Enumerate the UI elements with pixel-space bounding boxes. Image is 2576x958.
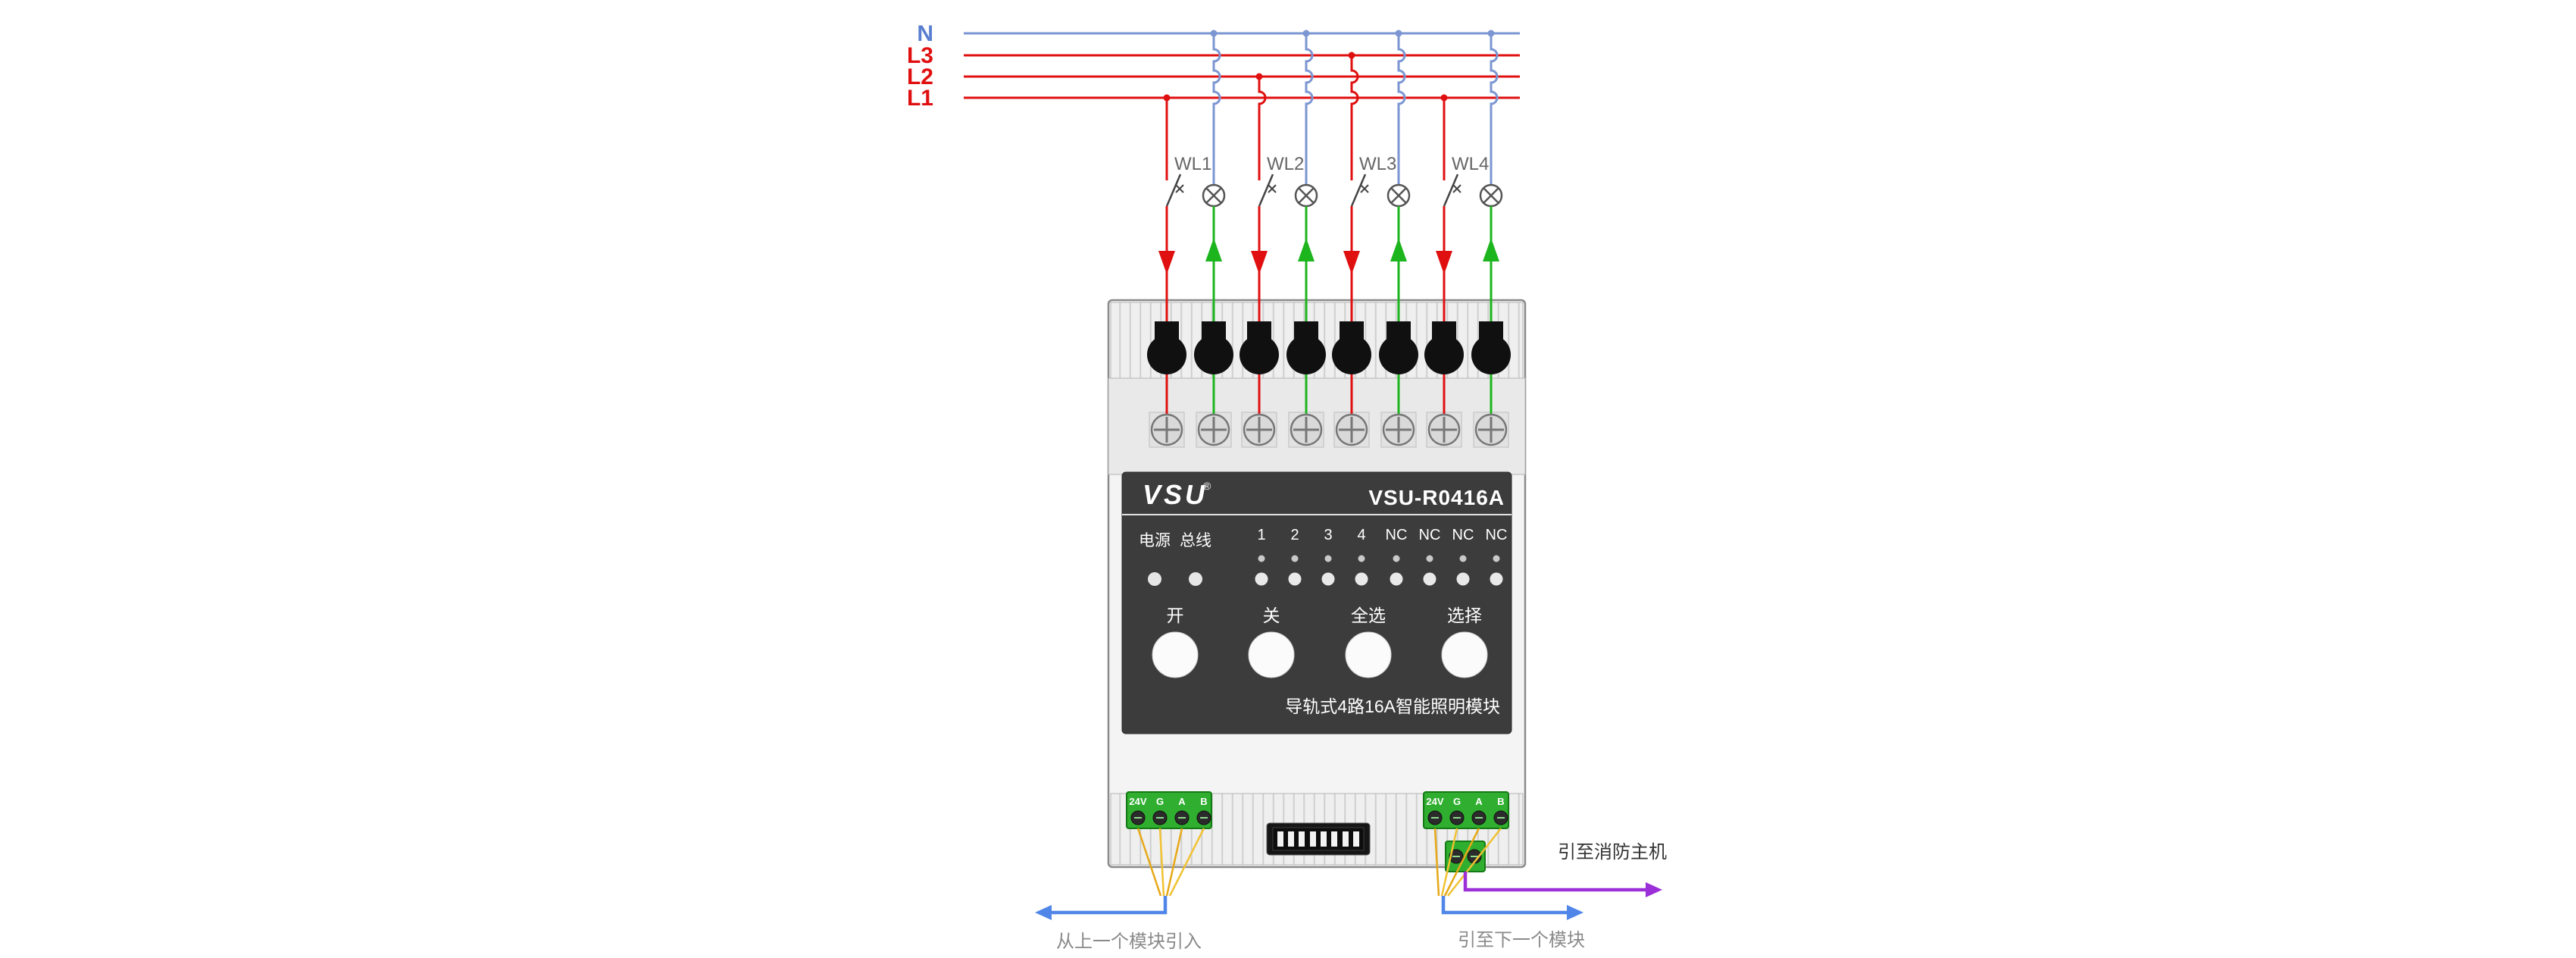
left-terminal-screws (1130, 810, 1211, 825)
on-button (1152, 631, 1199, 678)
phase-arrow-down (1251, 251, 1268, 274)
model-number: VSU-R0416A (1368, 486, 1505, 509)
screw-terminals (1150, 413, 1508, 446)
left-terminal-g: G (1156, 796, 1164, 807)
circuit-wl2: WL2 (1251, 30, 1318, 415)
phase-arrow-down (1436, 251, 1452, 274)
circuit-label: WL3 (1359, 154, 1396, 174)
select-all-button-label: 全选 (1351, 606, 1386, 625)
circuit-wl1: WL1 (1158, 30, 1226, 415)
note-from-prev: 从上一个模块引入 (1056, 931, 1202, 952)
incoming-bus-wires (1035, 828, 1205, 920)
bus-label-l2: L2 (907, 64, 933, 89)
channel-label-4: 4 (1357, 527, 1365, 543)
channel-label-nc4: NC (1486, 527, 1508, 543)
lamp-symbol (1202, 183, 1226, 208)
panel-buttons: 开 关 全选 选择 (1152, 606, 1488, 678)
switched-arrow-up (1390, 238, 1407, 261)
channel-label-nc1: NC (1386, 527, 1408, 543)
right-terminal-24v: 24V (1426, 796, 1443, 807)
incoming-arrowhead (1035, 905, 1052, 920)
circuit-label: WL4 (1452, 154, 1489, 174)
lamp-symbol (1294, 183, 1318, 208)
off-button (1248, 631, 1295, 678)
bus-led (1189, 572, 1202, 586)
wire-clamps (1147, 321, 1511, 374)
switch-symbol (1350, 174, 1367, 207)
bus-label-l1: L1 (907, 86, 933, 111)
select-all-button (1345, 631, 1392, 678)
phase-arrow-down (1343, 251, 1360, 274)
module-caption: 导轨式4路16A智能照明模块 (1285, 697, 1500, 716)
switch-symbol (1165, 174, 1182, 207)
power-led (1148, 572, 1161, 586)
lamp-symbol (1386, 183, 1411, 208)
brand-logo: VSU (1143, 479, 1208, 510)
switched-arrow-up (1205, 238, 1222, 261)
brand-reg-mark: ® (1203, 480, 1211, 492)
dip-switch-levers (1277, 831, 1359, 847)
channel-label-3: 3 (1324, 527, 1332, 543)
select-button (1441, 631, 1488, 678)
right-terminal-a: A (1475, 796, 1483, 807)
circuit-wl3: WL3 (1343, 30, 1411, 415)
bus-led-label: 总线 (1180, 532, 1211, 549)
outgoing-arrowhead (1567, 905, 1583, 920)
off-button-label: 关 (1263, 606, 1280, 625)
channel-labels: 1 2 3 4 NC NC NC NC (1257, 527, 1507, 543)
circuit-label: WL1 (1174, 154, 1211, 174)
panel-face (1121, 471, 1512, 734)
fire-host-line (1463, 872, 1649, 892)
left-terminal-24v: 24V (1129, 796, 1146, 807)
outgoing-bus-line (1441, 896, 1570, 915)
fire-host-arrowhead (1646, 882, 1662, 897)
channel-label-2: 2 (1290, 527, 1299, 543)
right-terminal-g: G (1453, 796, 1461, 807)
select-button-label: 选择 (1447, 606, 1482, 625)
left-terminal-b: B (1200, 796, 1207, 807)
channel-label-1: 1 (1257, 527, 1265, 543)
left-terminal-a: A (1178, 796, 1186, 807)
on-button-label: 开 (1167, 606, 1184, 625)
lamp-symbol (1479, 183, 1503, 208)
dip-switch (1266, 822, 1371, 856)
fire-host-wire (1463, 872, 1662, 897)
note-to-fire-host: 引至消防主机 (1558, 842, 1667, 863)
right-terminal-b: B (1497, 796, 1504, 807)
outgoing-bus-wires (1433, 828, 1583, 920)
power-bus: N L3 L2 L1 (907, 21, 1520, 111)
switch-symbol (1258, 174, 1274, 207)
bus-label-n: N (917, 21, 933, 46)
switch-symbol (1443, 174, 1459, 207)
switched-arrow-up (1483, 238, 1499, 261)
module-front-panel: VSU ® VSU-R0416A 电源 总线 1 2 3 4 NC NC NC … (1121, 471, 1512, 734)
left-bus-terminal-block: 24V G A B (1126, 791, 1212, 829)
channel-leds (1255, 572, 1503, 586)
switched-arrow-up (1298, 238, 1315, 261)
right-bus-terminal-block: 24V G A B (1423, 791, 1509, 829)
channel-label-nc3: NC (1452, 527, 1474, 543)
circuit-wl4: WL4 (1436, 30, 1503, 415)
note-to-next: 引至下一个模块 (1458, 930, 1585, 950)
power-led-label: 电源 (1139, 532, 1171, 549)
right-terminal-screws (1427, 810, 1508, 825)
incoming-bus-line (1049, 896, 1168, 915)
channel-label-nc2: NC (1419, 527, 1441, 543)
circuit-label: WL2 (1267, 154, 1304, 174)
channel-leds-small (1258, 555, 1500, 562)
bus-label-l3: L3 (907, 43, 933, 68)
phase-arrow-down (1158, 251, 1175, 274)
